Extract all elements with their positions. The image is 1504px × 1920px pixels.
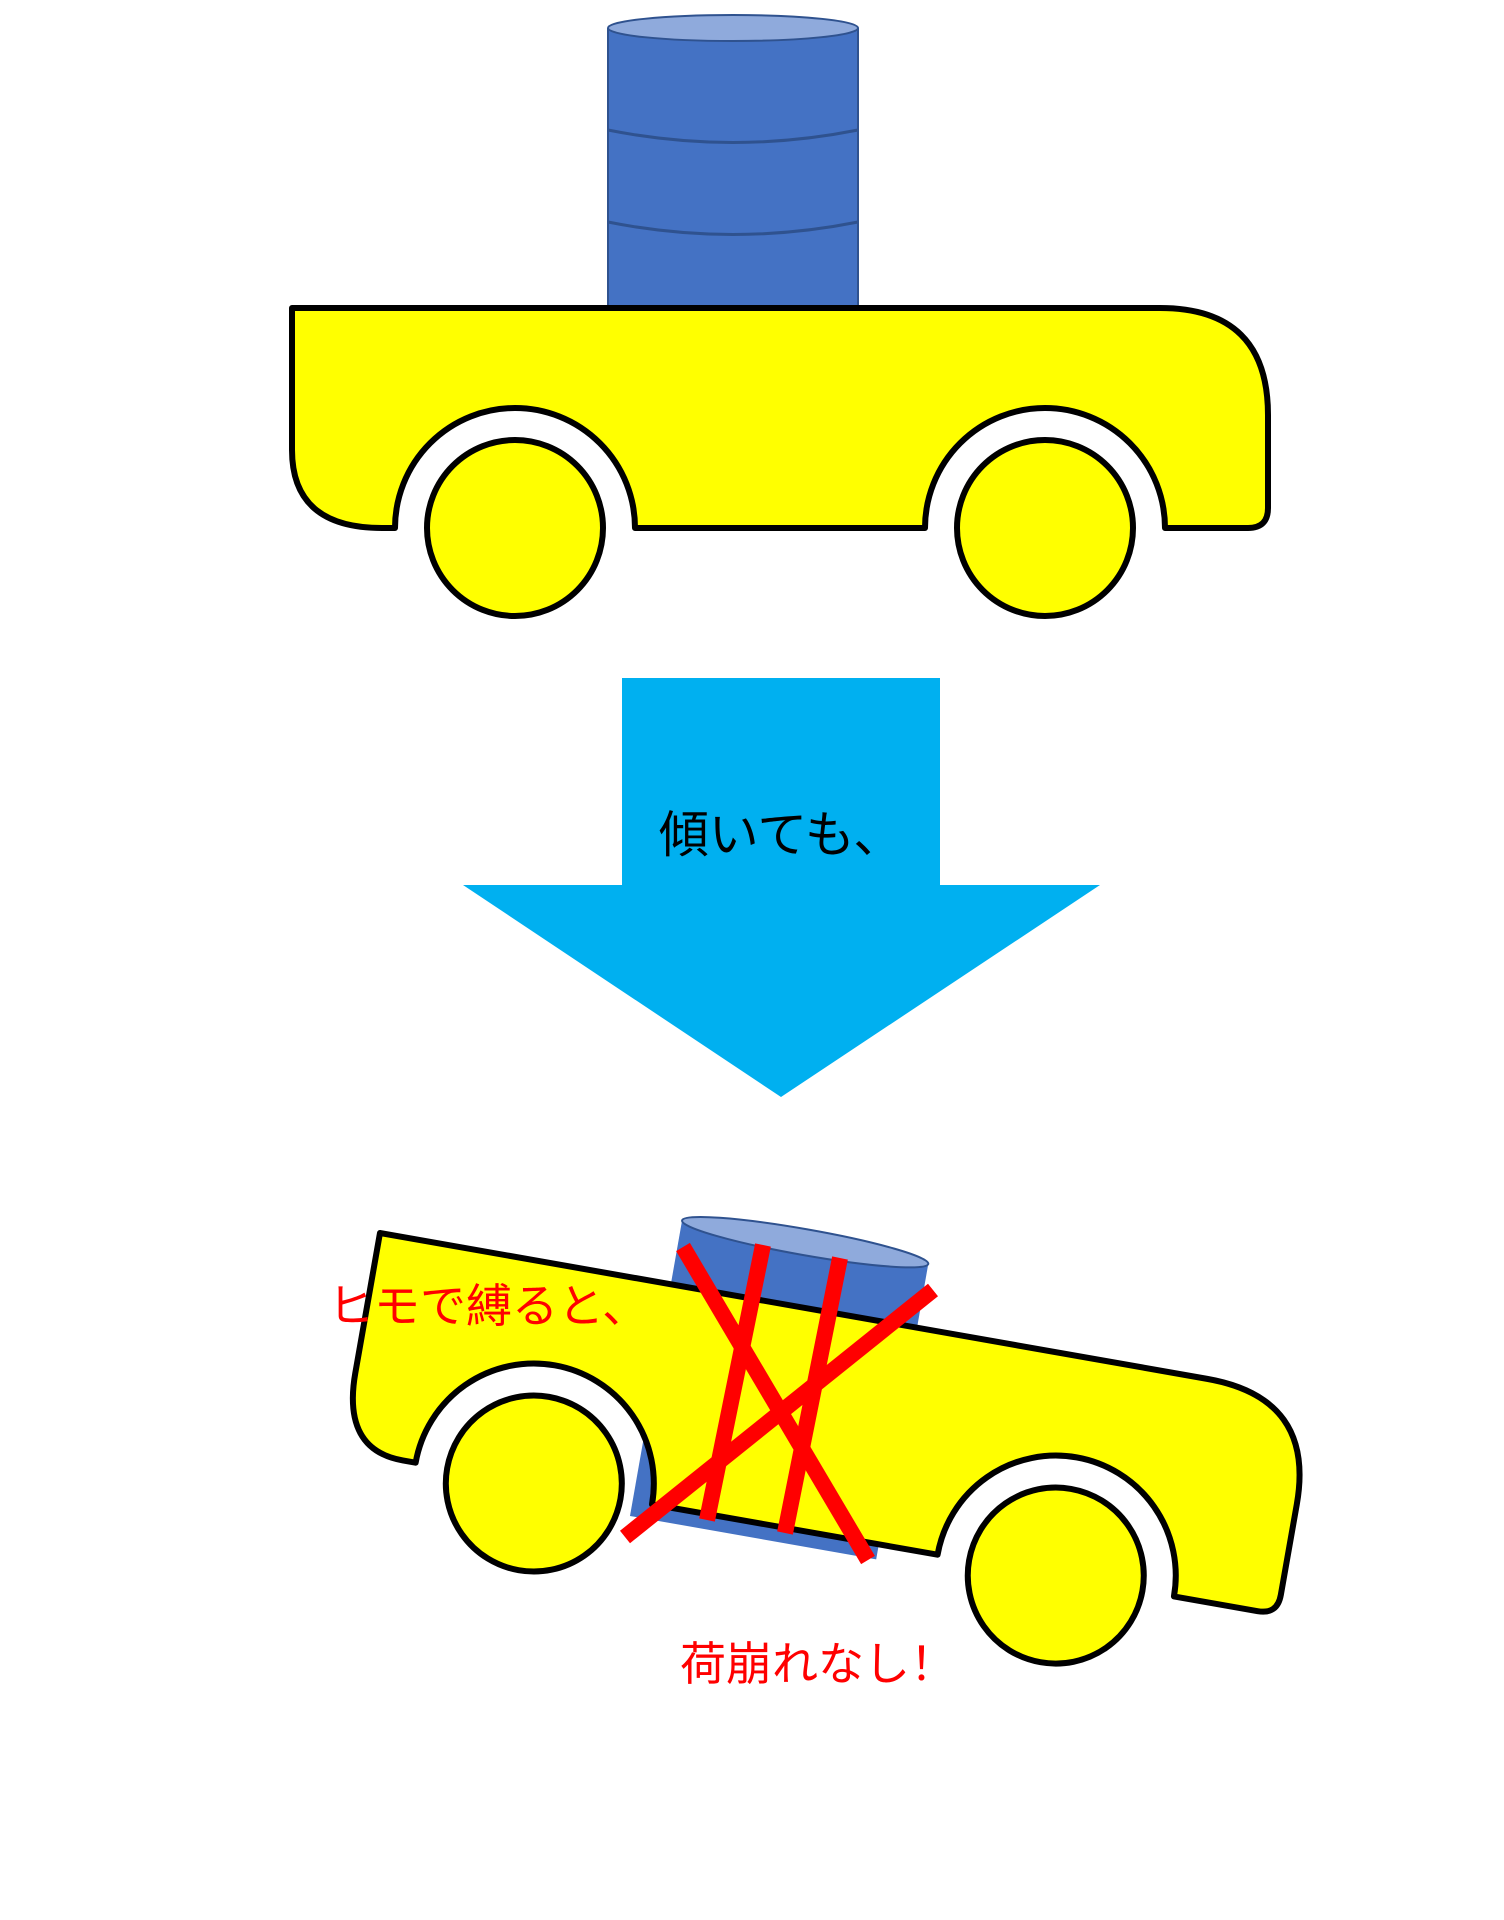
rope-vertical-1 — [699, 1243, 771, 1522]
wheel-rear-tilted — [964, 1484, 1147, 1667]
top-scene — [289, 14, 1271, 619]
down-arrow: 傾いても、 — [463, 678, 1100, 1097]
drum-body — [608, 28, 858, 318]
car-body-upright — [289, 305, 1271, 531]
result-label: 荷崩れなし！ — [680, 1637, 956, 1691]
wheel-front-upright — [424, 437, 606, 619]
car-body-tilted — [349, 1230, 1303, 1615]
ropes — [619, 1242, 939, 1565]
arrow-shape — [463, 678, 1100, 1097]
drum-tilted-top — [681, 1216, 930, 1269]
car-tilted — [349, 1230, 1303, 1667]
drum-upright — [607, 14, 859, 318]
tied-label: ヒモで縛ると、 — [328, 1279, 648, 1333]
rope-diagonal-1 — [676, 1242, 875, 1565]
bottom-scene: ヒモで縛ると、 荷崩れなし！ — [328, 1216, 1303, 1691]
wheel-rear-upright — [954, 437, 1136, 619]
drum-band-lower — [607, 220, 859, 236]
arrow-label: 傾いても、 — [659, 806, 904, 864]
drum-top — [607, 14, 859, 42]
rope-diagonal-2 — [619, 1283, 939, 1544]
wheel-front-tilted — [442, 1392, 625, 1575]
drum-band-upper — [607, 128, 859, 144]
